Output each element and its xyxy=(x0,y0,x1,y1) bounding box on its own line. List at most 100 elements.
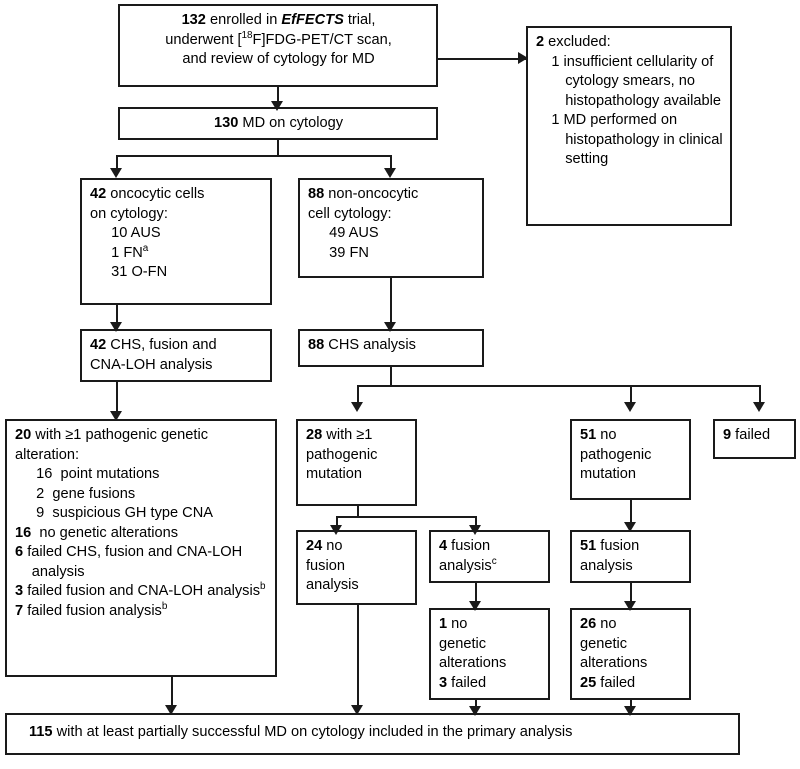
non-oncocytic-item-1: 39 FN xyxy=(329,244,369,261)
node-final115[interactable]: 115 with at least partially successful M… xyxy=(5,713,740,755)
nomut51-line-1: 51 no xyxy=(580,426,682,446)
chs42-count: 42 xyxy=(90,337,107,353)
noalt26-count: 26 xyxy=(580,616,597,632)
mut28-count: 28 xyxy=(306,427,323,443)
alt20-row2-text: failed fusion and CNA-LOH analysis xyxy=(27,583,260,599)
mut28-line-1: 28 with ≥1 xyxy=(306,426,408,446)
connector-mut28-to-fusion4 xyxy=(475,516,477,528)
arrow-md-to-non-oncocytic xyxy=(384,168,396,178)
noalt1-failed-count: 3 xyxy=(439,674,448,691)
arrow-nomut51-to-fusion51 xyxy=(624,522,636,532)
alt20-row-3: 7 failed fusion analysisb xyxy=(15,600,268,622)
oncocytic-item-2: 31 O-FN xyxy=(111,264,168,280)
connector-oncocytic-to-chs42 xyxy=(116,304,118,327)
excluded-header: 2 excluded: xyxy=(536,33,723,53)
connector-md-split-bar xyxy=(116,155,391,157)
arrow-non-oncocytic-to-chs88 xyxy=(384,322,396,332)
enrolled-line-2: underwent [18F]FDG-PET/CT scan, xyxy=(128,29,429,51)
connector-enrolled-to-md xyxy=(277,86,279,106)
node-nofusion24[interactable]: 24 no fusion analysis xyxy=(296,530,417,605)
node-enrolled[interactable]: 132 enrolled in EfFECTS trial, underwent… xyxy=(118,4,438,87)
excluded-item2-text: MD performed on histopathology in clinic… xyxy=(559,112,723,167)
node-failed9[interactable]: 9 failed xyxy=(713,419,796,459)
alt20-sub-2: 9 suspicious GH type CNA xyxy=(15,504,268,524)
node-chs88[interactable]: 88 CHS analysis xyxy=(298,329,484,367)
fusion4-line1-text: fusion xyxy=(447,538,491,554)
fusion4-line-2: analysisc xyxy=(439,555,541,577)
node-fusion4[interactable]: 4 fusion analysisc xyxy=(429,530,550,583)
noalt1-failed-label: failed xyxy=(447,674,487,691)
connector-md-to-oncocytic xyxy=(116,155,118,172)
connector-mut28-split-bar xyxy=(336,516,476,518)
noalt1-count: 1 xyxy=(439,616,448,632)
alt20-row-2: 3 failed fusion and CNA-LOH analysisb xyxy=(15,582,268,602)
node-noalt26[interactable]: 26 no genetic alterations 25 failed xyxy=(570,608,691,700)
enrolled-line1-tail: trial, xyxy=(343,12,376,28)
connector-mut28-split-stem xyxy=(357,505,359,517)
alt20-row-1: 6 failed CHS, fusion and CNA-LOH analysi… xyxy=(15,543,268,582)
arrow-chs88-to-nomut51 xyxy=(624,402,636,412)
noalt1-line1-text: no xyxy=(447,616,468,632)
chs42-line1-text: CHS, fusion and xyxy=(106,337,217,353)
connector-nomut51-to-fusion51 xyxy=(630,498,632,526)
fusion51-line1-text: fusion xyxy=(596,538,640,554)
connector-fusion4-to-noalt1 xyxy=(475,582,477,606)
arrow-chs42-to-alt20 xyxy=(110,411,122,421)
alt20-row-0: 16 no genetic alterations xyxy=(15,524,268,544)
alt20-sub1-text: gene fusions xyxy=(52,485,136,502)
arrow-fusion51-to-noalt26 xyxy=(624,601,636,611)
node-fusion51[interactable]: 51 fusion analysis xyxy=(570,530,691,583)
mut28-line1-text: with ≥1 xyxy=(322,427,373,443)
fusion51-line-2: analysis xyxy=(580,557,633,574)
fusion51-count: 51 xyxy=(580,538,597,554)
fusion4-line2-text: analysis xyxy=(439,557,492,574)
arrow-mut28-to-nofusion24 xyxy=(330,525,342,535)
connector-chs88-split-bar xyxy=(357,385,760,387)
node-chs42[interactable]: 42 CHS, fusion and CNA-LOH analysis xyxy=(80,329,272,382)
chs88-count: 88 xyxy=(308,337,325,353)
node-noalt1[interactable]: 1 no genetic alterations 3 failed xyxy=(429,608,550,700)
chs42-line-2: CNA-LOH analysis xyxy=(90,356,213,373)
node-md-on-cytology[interactable]: 130 MD on cytology xyxy=(118,107,438,140)
noalt26-line-1: 26 no xyxy=(580,615,682,635)
nomut51-line1-text: no xyxy=(596,427,617,443)
noalt1-line-2: genetic xyxy=(439,635,487,652)
noalt1-failed-line: 3 failed xyxy=(439,674,541,694)
excluded-item-2: 1 MD performed on histopathology in clin… xyxy=(536,111,723,170)
enrolled-line2-a: underwent [ xyxy=(165,31,242,48)
oncocytic-item1-text: 1 FN xyxy=(111,244,143,261)
arrow-oncocytic-to-chs42 xyxy=(110,322,122,332)
arrow-md-to-oncocytic xyxy=(110,168,122,178)
enrolled-count: 132 xyxy=(181,12,206,28)
alt20-row3-count: 7 xyxy=(15,602,24,619)
noalt26-failed-label: failed xyxy=(596,674,636,691)
connector-chs42-to-alt20 xyxy=(116,381,118,413)
alt20-sub-0: 16 point mutations xyxy=(15,465,268,485)
arrow-nofusion24-to-final xyxy=(351,705,363,715)
node-non-oncocytic[interactable]: 88 non-oncocytic cell cytology: 49 AUS 3… xyxy=(298,178,484,278)
nomut51-count: 51 xyxy=(580,427,597,443)
excluded-label: excluded: xyxy=(544,34,611,50)
chs42-line-1: 42 CHS, fusion and xyxy=(90,336,263,356)
isotope-superscript: 18 xyxy=(241,29,253,41)
trial-name: EfFECTS xyxy=(281,12,344,28)
connector-nofusion24-to-final xyxy=(357,604,359,710)
alt20-sub1-count: 2 xyxy=(36,485,45,502)
node-oncocytic[interactable]: 42 oncocytic cells on cytology: 10 AUS 1… xyxy=(80,178,272,305)
footnote-c-superscript: c xyxy=(491,555,497,567)
node-mut28[interactable]: 28 with ≥1 pathogenic mutation xyxy=(296,419,417,506)
non-oncocytic-line-1: 88 non-oncocytic xyxy=(308,185,475,205)
fusion4-count: 4 xyxy=(439,538,448,554)
node-excluded[interactable]: 2 excluded: 1 insufficient cellularity o… xyxy=(526,26,732,226)
node-nomut51[interactable]: 51 no pathogenic mutation xyxy=(570,419,691,500)
alt20-row0-count: 16 xyxy=(15,524,32,541)
alt20-sub2-text: suspicious GH type CNA xyxy=(52,505,213,521)
md-label: MD on cytology xyxy=(238,115,343,131)
node-alt20[interactable]: 20 with ≥1 pathogenic genetic alteration… xyxy=(5,419,277,677)
excluded-item1-text: insufficient cellularity of cytology sme… xyxy=(559,53,721,109)
footnote-b-superscript-2: b xyxy=(161,600,168,612)
alt20-row0-text: no genetic alterations xyxy=(39,524,179,541)
connector-non-oncocytic-to-chs88 xyxy=(390,277,392,327)
excluded-item-1: 1 insufficient cellularity of cytology s… xyxy=(536,53,723,112)
